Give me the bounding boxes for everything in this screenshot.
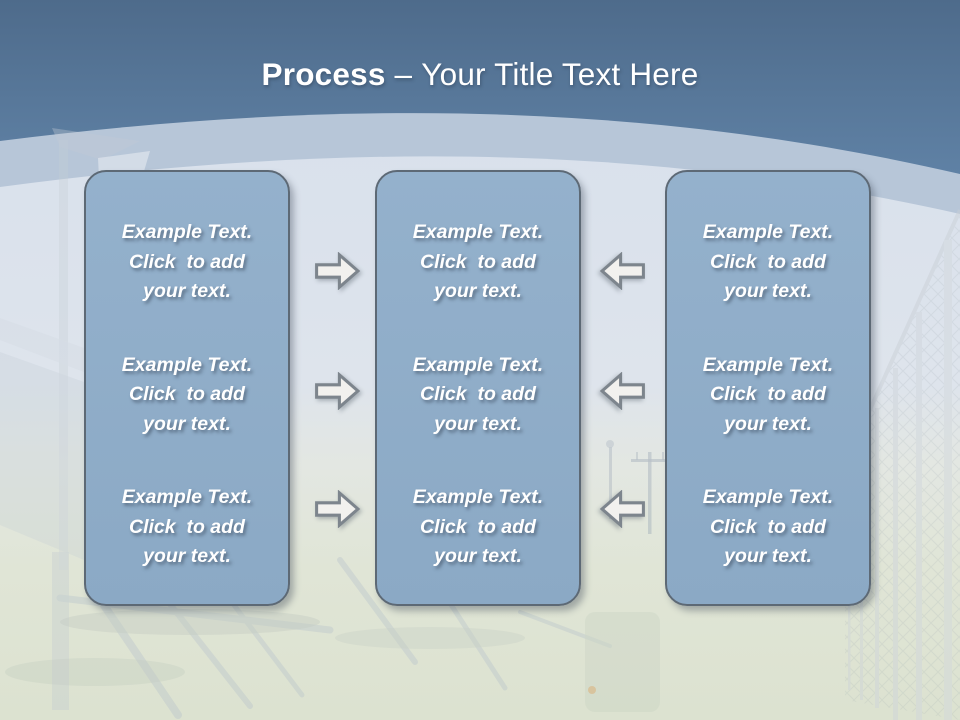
slide-title-subtitle: Your Title Text Here (421, 56, 699, 92)
slide-title: Process–Your Title Text Here (0, 54, 960, 94)
arrow-right-icon (315, 252, 361, 290)
arrow-right-icon (315, 372, 361, 410)
arrow-right-icon (315, 490, 361, 528)
slide-title-keyword: Process (261, 56, 386, 92)
slide-title-separator: – (394, 56, 413, 92)
arrow-left-icon (599, 252, 645, 290)
arrow-left-icon (599, 372, 645, 410)
arrow-left-icon (599, 490, 645, 528)
